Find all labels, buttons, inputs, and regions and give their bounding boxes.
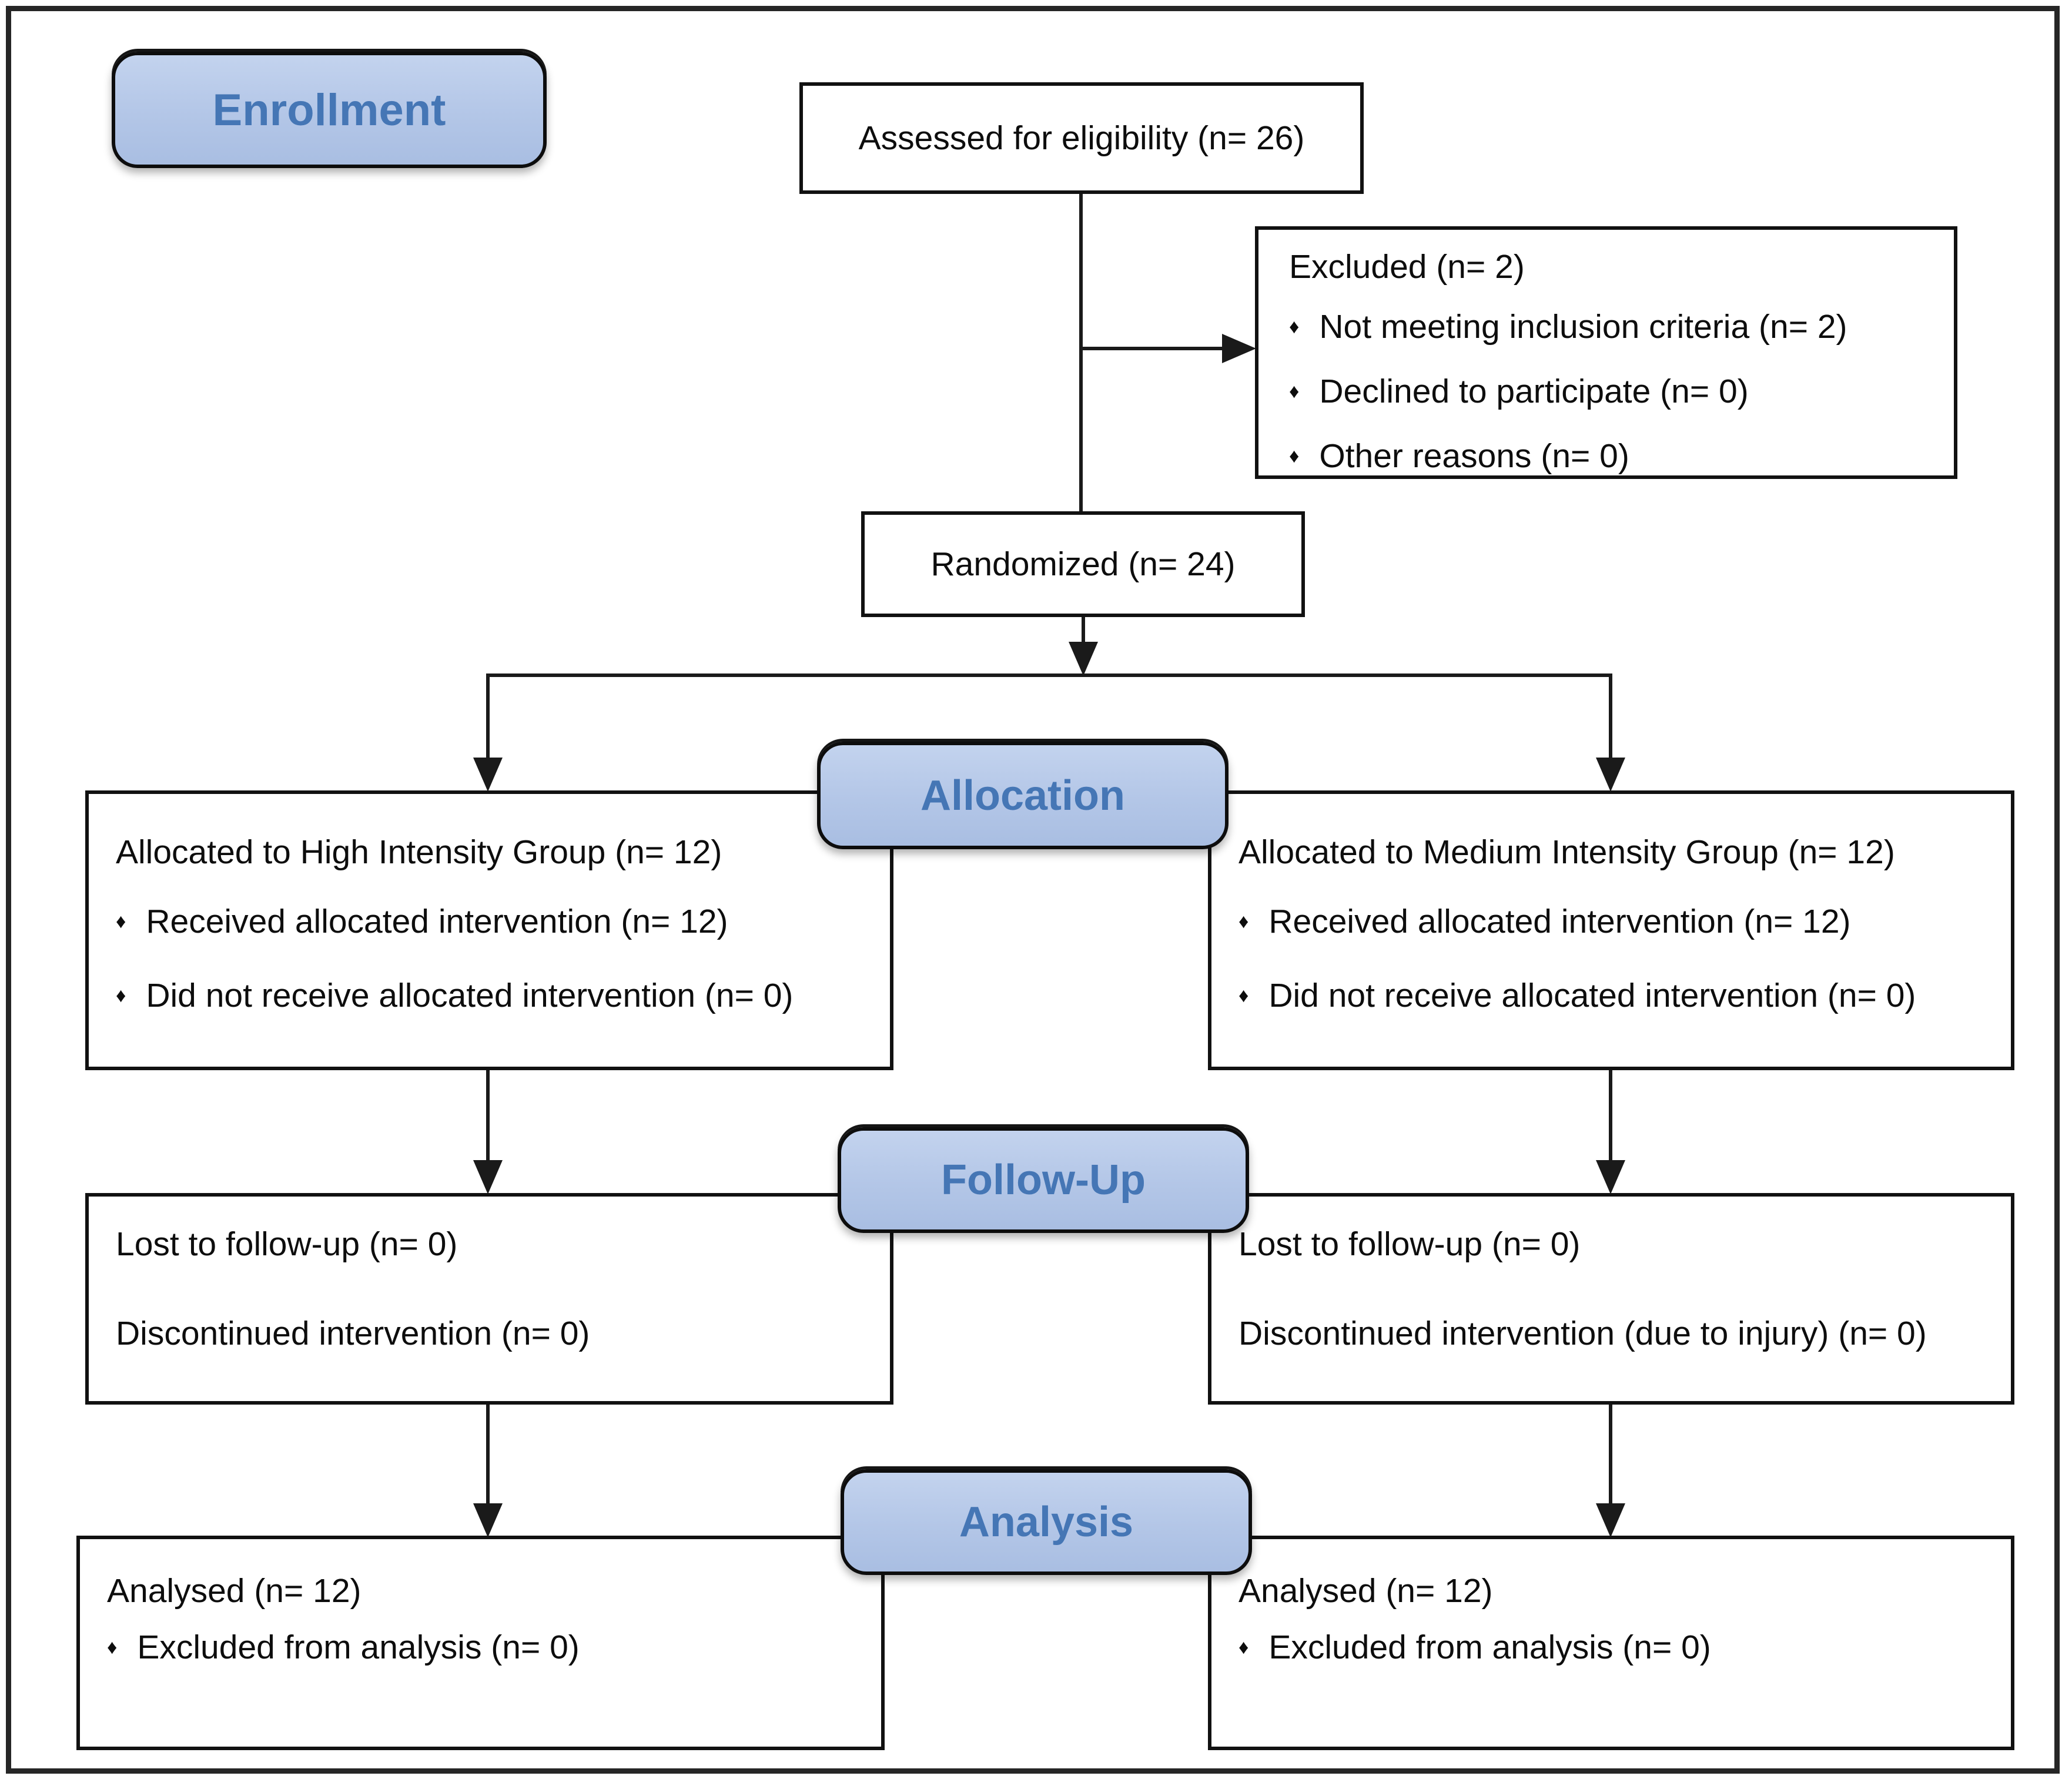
excluded-bullet-row: ♦ Declined to participate (n= 0): [1289, 361, 1926, 426]
analysis-left-bullet-text: Excluded from analysis (n= 0): [137, 1628, 580, 1666]
excluded-bullet-row: ♦ Other reasons (n= 0): [1289, 426, 1926, 491]
randomized-box: Randomized (n= 24): [861, 511, 1305, 617]
arrowhead-down-an-right-icon: [1596, 1503, 1625, 1537]
excluded-bullet-row: ♦ Not meeting inclusion criteria (n= 2): [1289, 297, 1926, 361]
excluded-bullet-text: Other reasons (n= 0): [1319, 437, 1629, 475]
analysis-right-title: Analysed (n= 12): [1238, 1572, 1493, 1610]
randomized-text: Randomized (n= 24): [930, 545, 1236, 583]
stage-label-analysis: Analysis: [841, 1469, 1252, 1575]
enrollment-label-text: Enrollment: [212, 85, 446, 135]
arrowhead-right-excluded-icon: [1222, 334, 1256, 363]
allocation-left-bullet-text: Received allocated intervention (n= 12): [146, 903, 728, 940]
allocation-label-text: Allocation: [920, 772, 1125, 819]
analysis-right-bullet-row: ♦ Excluded from analysis (n= 0): [1238, 1619, 1987, 1680]
followup-left-box: Lost to follow-up (n= 0) Discontinued in…: [85, 1193, 893, 1405]
followup-right-box: Lost to follow-up (n= 0) Discontinued in…: [1208, 1193, 2014, 1405]
bullet-diamond-icon: ♦: [1238, 984, 1249, 1007]
arrowhead-down-fu-left-icon: [473, 1160, 503, 1194]
connector-to-excluded: [1081, 347, 1223, 350]
excluded-box: Excluded (n= 2) ♦ Not meeting inclusion …: [1255, 226, 1957, 479]
allocation-left-bullet-row: ♦ Received allocated intervention (n= 12…: [116, 887, 866, 961]
bullet-diamond-icon: ♦: [107, 1636, 118, 1658]
followup-left-line: Discontinued intervention (n= 0): [116, 1315, 590, 1352]
analysis-right-box: Analysed (n= 12) ♦ Excluded from analysi…: [1208, 1536, 2014, 1750]
connector-randomized-to-split: [1082, 616, 1085, 645]
connector-split-line: [486, 673, 1612, 677]
allocation-right-title: Allocated to Medium Intensity Group (n= …: [1238, 833, 1895, 871]
bullet-diamond-icon: ♦: [1238, 1636, 1249, 1658]
arrowhead-down-alloc-left-icon: [473, 758, 503, 792]
connector-alloc-to-fu-left: [486, 1068, 490, 1164]
arrowhead-down-alloc-right-icon: [1596, 758, 1625, 792]
connector-fu-to-an-left: [486, 1403, 490, 1507]
allocation-right-bullet-row: ♦ Did not receive allocated intervention…: [1238, 961, 1987, 1035]
followup-right-line: Lost to follow-up (n= 0): [1238, 1225, 1581, 1263]
excluded-bullet-text: Declined to participate (n= 0): [1319, 373, 1749, 410]
assessed-text: Assessed for eligibility (n= 26): [858, 119, 1305, 157]
connector-assessed-to-randomized: [1079, 193, 1083, 512]
analysis-left-bullet-row: ♦ Excluded from analysis (n= 0): [107, 1619, 858, 1680]
analysis-left-title: Analysed (n= 12): [107, 1572, 361, 1610]
arrowhead-down-split-icon: [1069, 642, 1098, 676]
allocation-right-box: Allocated to Medium Intensity Group (n= …: [1208, 790, 2014, 1070]
followup-label-text: Follow-Up: [941, 1157, 1146, 1204]
arrowhead-down-fu-right-icon: [1596, 1160, 1625, 1194]
allocation-right-bullet-text: Did not receive allocated intervention (…: [1268, 977, 1916, 1014]
allocation-left-bullet-text: Did not receive allocated intervention (…: [146, 977, 794, 1014]
stage-label-allocation: Allocation: [817, 742, 1229, 849]
analysis-label-text: Analysis: [959, 1499, 1134, 1546]
bullet-diamond-icon: ♦: [116, 984, 126, 1007]
excluded-title: Excluded (n= 2): [1289, 248, 1525, 286]
allocation-left-title: Allocated to High Intensity Group (n= 12…: [116, 833, 722, 871]
arrowhead-down-an-left-icon: [473, 1503, 503, 1537]
figure-border: [6, 6, 2060, 1774]
connector-split-to-alloc-right: [1609, 673, 1612, 760]
bullet-diamond-icon: ♦: [116, 910, 126, 933]
connector-fu-to-an-right: [1609, 1403, 1612, 1507]
followup-left-line: Lost to follow-up (n= 0): [116, 1225, 458, 1263]
allocation-right-bullet-text: Received allocated intervention (n= 12): [1268, 903, 1851, 940]
followup-right-line: Discontinued intervention (due to injury…: [1238, 1315, 1927, 1352]
bullet-diamond-icon: ♦: [1289, 316, 1300, 338]
bullet-diamond-icon: ♦: [1289, 445, 1300, 467]
stage-label-followup: Follow-Up: [838, 1127, 1249, 1233]
excluded-bullet-text: Not meeting inclusion criteria (n= 2): [1319, 308, 1847, 346]
analysis-right-bullet-text: Excluded from analysis (n= 0): [1268, 1628, 1711, 1666]
connector-split-to-alloc-left: [486, 673, 490, 760]
analysis-left-box: Analysed (n= 12) ♦ Excluded from analysi…: [76, 1536, 885, 1750]
assessed-box: Assessed for eligibility (n= 26): [799, 82, 1364, 194]
allocation-right-bullet-row: ♦ Received allocated intervention (n= 12…: [1238, 887, 1987, 961]
connector-alloc-to-fu-right: [1609, 1068, 1612, 1164]
allocation-left-bullet-row: ♦ Did not receive allocated intervention…: [116, 961, 866, 1035]
allocation-left-box: Allocated to High Intensity Group (n= 12…: [85, 790, 893, 1070]
bullet-diamond-icon: ♦: [1289, 380, 1300, 403]
stage-label-enrollment: Enrollment: [112, 52, 547, 168]
bullet-diamond-icon: ♦: [1238, 910, 1249, 933]
